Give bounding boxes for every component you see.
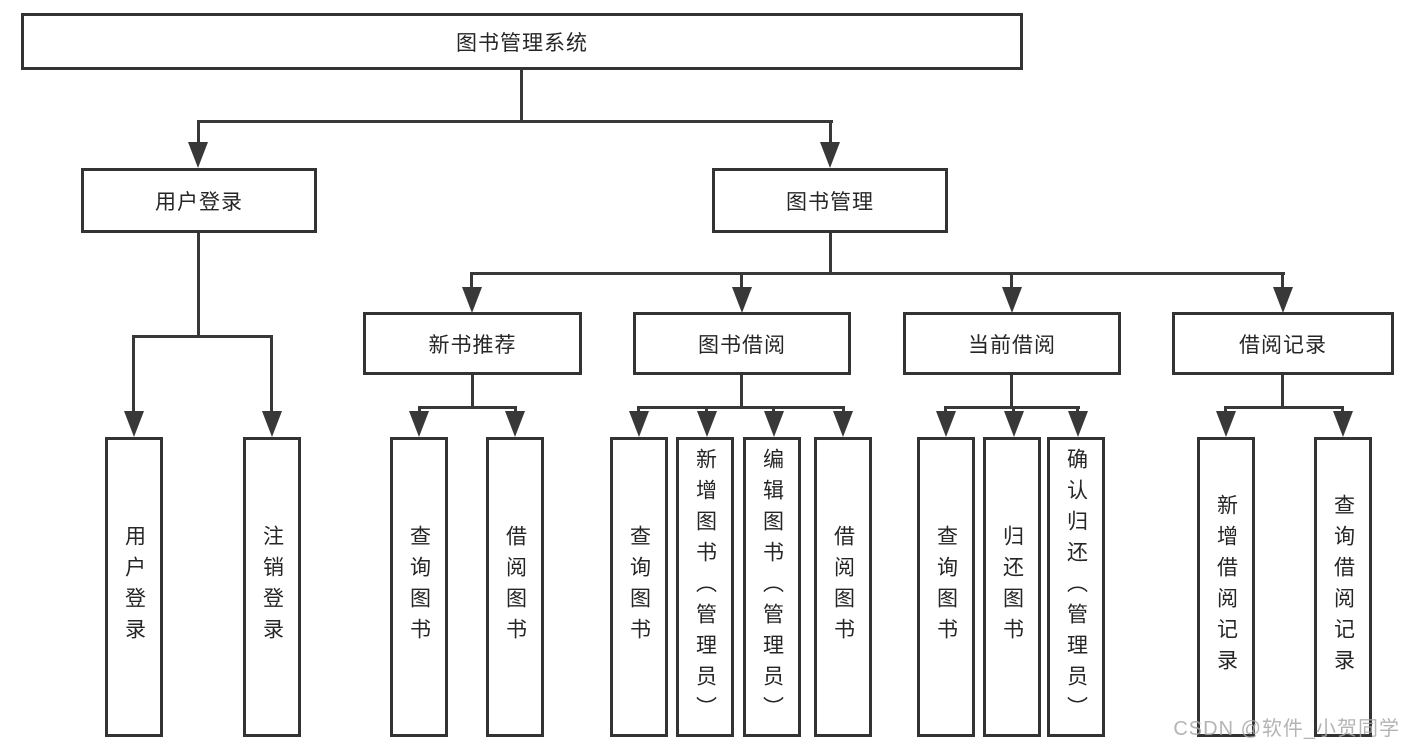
- arrowhead-cb-return: [1004, 411, 1024, 437]
- node-book-mgmt: 图书管理: [712, 168, 948, 233]
- node-user-login-label: 用户登录: [155, 190, 243, 214]
- edge-book-mgmt-stem: [829, 233, 832, 274]
- node-root: 图书管理系统: [21, 13, 1023, 70]
- node-leaf-bb-add-books-admin: 新增图书（管理员）: [676, 437, 734, 737]
- edge-drop-rec-borrow: [514, 406, 517, 414]
- node-user-login: 用户登录: [81, 168, 317, 233]
- edge-borrow-records-stem: [1281, 375, 1284, 408]
- edge-drop-bb-query: [637, 406, 640, 414]
- node-leaf-bb-add-books-admin-label: 新增图书（管理员）: [693, 447, 717, 727]
- arrowhead-book-borrow: [732, 287, 752, 313]
- edge-new-book-rec-stem: [471, 375, 474, 408]
- arrowhead-rec-borrow: [505, 411, 525, 437]
- edge-drop-leaf-user-login: [132, 335, 135, 412]
- edge-root-stem: [520, 70, 523, 122]
- edge-new-book-rec-branch: [418, 406, 516, 409]
- node-leaf-bb-edit-books-admin-label: 编辑图书（管理员）: [760, 447, 784, 727]
- arrowhead-br-query: [1333, 411, 1353, 437]
- node-leaf-br-add-record: 新增借阅记录: [1197, 437, 1255, 737]
- node-book-borrow-label: 图书借阅: [698, 333, 786, 357]
- node-leaf-br-add-record-label: 新增借阅记录: [1214, 494, 1238, 680]
- node-leaf-bb-borrow-books-label: 借阅图书: [831, 525, 855, 649]
- edge-borrow-records-branch: [1224, 406, 1344, 409]
- edge-drop-br-add: [1224, 406, 1227, 414]
- arrowhead-borrow-records: [1273, 287, 1293, 313]
- node-current-borrow-label: 当前借阅: [968, 333, 1056, 357]
- node-leaf-cb-query-books: 查询图书: [917, 437, 975, 737]
- edge-drop-bb-borrow: [842, 406, 845, 414]
- node-leaf-rec-borrow-books-label: 借阅图书: [503, 525, 527, 649]
- arrowhead-current-borrow: [1002, 287, 1022, 313]
- node-leaf-cb-query-books-label: 查询图书: [934, 525, 958, 649]
- arrowhead-bb-edit: [764, 411, 784, 437]
- edge-drop-cb-confirm: [1076, 406, 1079, 414]
- arrowhead-rec-query: [409, 411, 429, 437]
- csdn-watermark: CSDN @软件_小贺同学: [1173, 718, 1400, 740]
- node-new-book-rec: 新书推荐: [363, 312, 582, 375]
- node-leaf-user-login-label: 用户登录: [122, 525, 146, 649]
- node-leaf-cb-confirm-return-admin-label: 确认归还（管理员）: [1064, 447, 1088, 727]
- arrowhead-leaf-user-login: [124, 411, 144, 437]
- node-leaf-bb-query-books: 查询图书: [610, 437, 668, 737]
- edge-book-borrow-branch: [637, 406, 845, 409]
- node-leaf-bb-borrow-books: 借阅图书: [814, 437, 872, 737]
- edge-level3-branch: [470, 272, 1285, 275]
- edge-drop-cb-return: [1012, 406, 1015, 414]
- edge-drop-new-book-rec: [470, 272, 473, 288]
- edge-drop-borrow-records: [1281, 272, 1284, 288]
- arrowhead-book-mgmt: [820, 142, 840, 168]
- node-leaf-rec-query-books-label: 查询图书: [407, 525, 431, 649]
- edge-drop-user-login: [197, 120, 200, 142]
- arrowhead-cb-confirm: [1068, 411, 1088, 437]
- node-root-label: 图书管理系统: [456, 31, 588, 55]
- edge-drop-bb-add: [705, 406, 708, 414]
- edge-drop-bb-edit: [772, 406, 775, 414]
- node-book-borrow: 图书借阅: [633, 312, 851, 375]
- node-leaf-bb-query-books-label: 查询图书: [627, 525, 651, 649]
- edge-drop-rec-query: [418, 406, 421, 414]
- arrowhead-bb-add: [697, 411, 717, 437]
- node-leaf-logout: 注销登录: [243, 437, 301, 737]
- arrowhead-bb-borrow: [833, 411, 853, 437]
- edge-drop-br-query: [1341, 406, 1344, 414]
- node-leaf-logout-label: 注销登录: [260, 525, 284, 649]
- arrowhead-br-add: [1216, 411, 1236, 437]
- node-leaf-rec-borrow-books: 借阅图书: [486, 437, 544, 737]
- edge-drop-current-borrow: [1010, 272, 1013, 288]
- edge-book-borrow-stem: [740, 375, 743, 408]
- node-leaf-cb-return-books-label: 归还图书: [1000, 525, 1024, 649]
- node-leaf-user-login: 用户登录: [105, 437, 163, 737]
- arrowhead-user-login: [188, 142, 208, 168]
- node-borrow-records-label: 借阅记录: [1239, 333, 1327, 357]
- edge-current-borrow-stem: [1010, 375, 1013, 408]
- edge-drop-book-borrow: [740, 272, 743, 288]
- node-leaf-br-query-record-label: 查询借阅记录: [1331, 494, 1355, 680]
- node-borrow-records: 借阅记录: [1172, 312, 1394, 375]
- arrowhead-cb-query: [936, 411, 956, 437]
- node-book-mgmt-label: 图书管理: [786, 190, 874, 214]
- edge-drop-book-mgmt: [829, 120, 832, 142]
- edge-level2-branch: [197, 120, 833, 123]
- edge-drop-cb-query: [944, 406, 947, 414]
- edge-drop-leaf-logout: [270, 335, 273, 412]
- node-current-borrow: 当前借阅: [903, 312, 1121, 375]
- node-leaf-bb-edit-books-admin: 编辑图书（管理员）: [743, 437, 801, 737]
- arrowhead-leaf-logout: [262, 411, 282, 437]
- node-new-book-rec-label: 新书推荐: [428, 333, 517, 357]
- arrowhead-new-book-rec: [462, 287, 482, 313]
- edge-user-login-stem: [197, 233, 200, 337]
- node-leaf-cb-return-books: 归还图书: [983, 437, 1041, 737]
- node-leaf-rec-query-books: 查询图书: [390, 437, 448, 737]
- arrowhead-bb-query: [629, 411, 649, 437]
- edge-user-login-branch: [132, 335, 273, 338]
- node-leaf-br-query-record: 查询借阅记录: [1314, 437, 1372, 737]
- node-leaf-cb-confirm-return-admin: 确认归还（管理员）: [1047, 437, 1105, 737]
